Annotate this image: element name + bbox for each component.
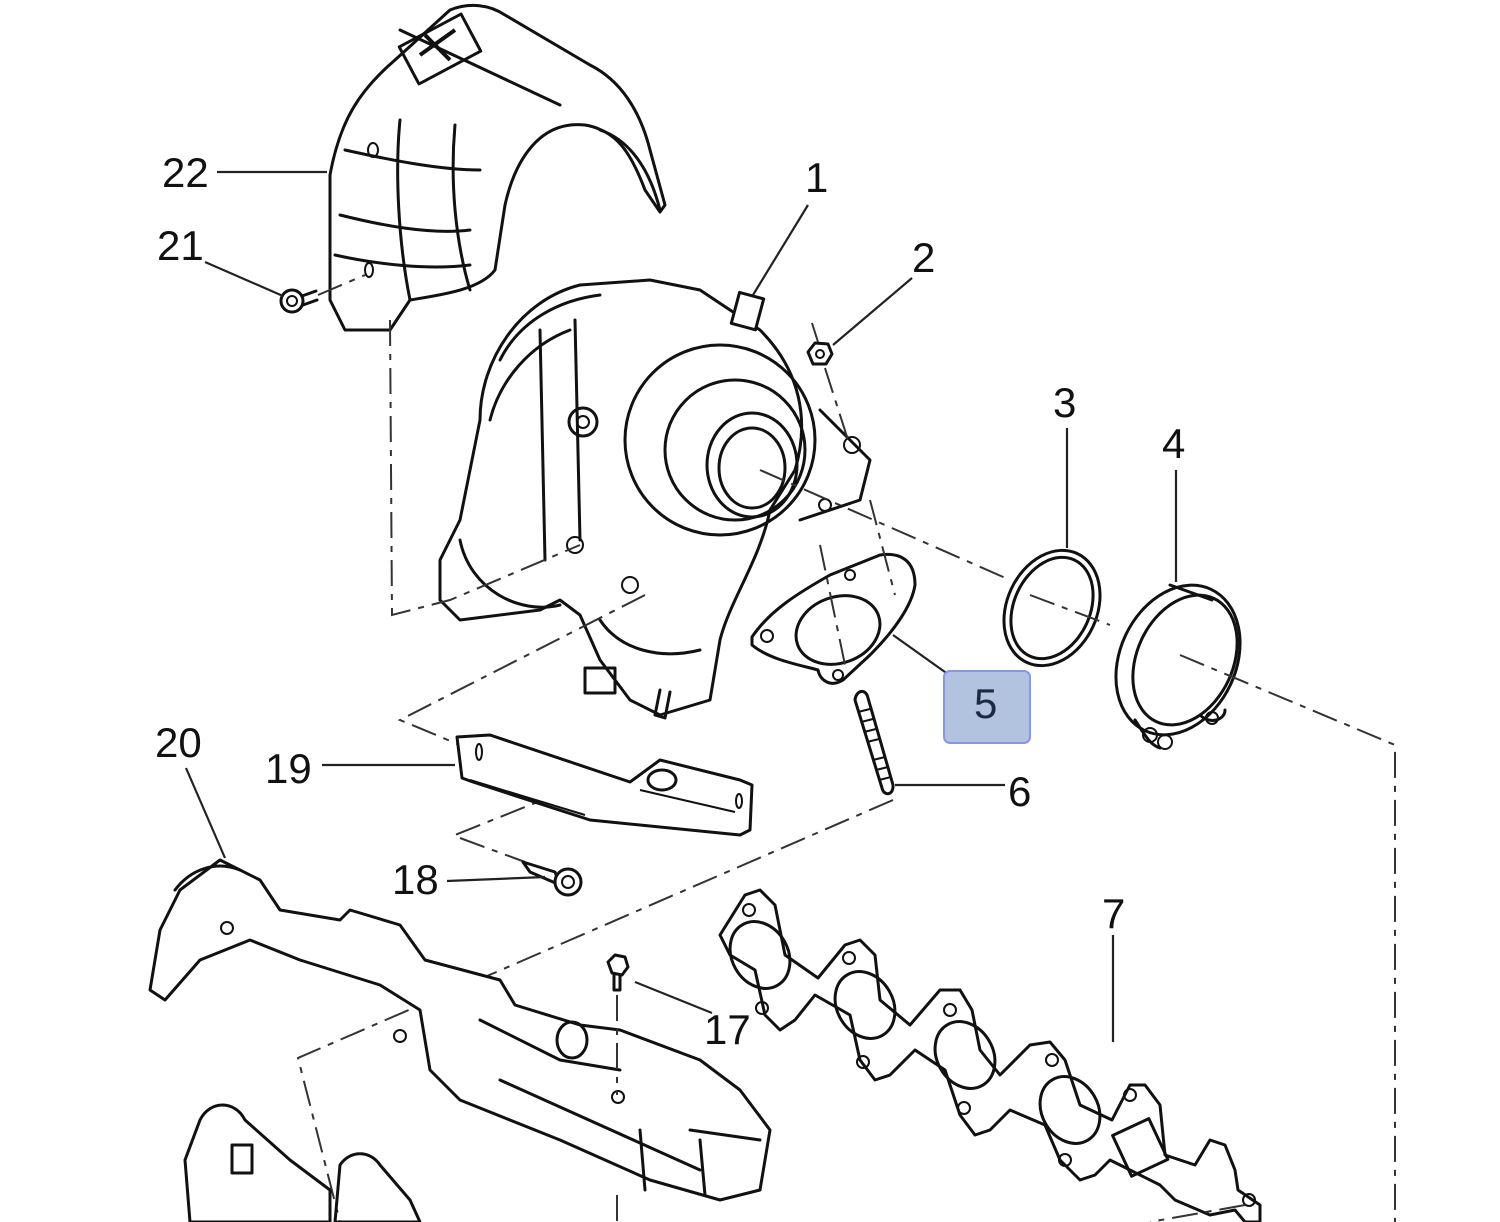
leader-lines xyxy=(184,170,1178,1042)
bolt-17-part xyxy=(606,953,630,992)
callout-5-highlight[interactable] xyxy=(943,670,1031,744)
bolt-18-part xyxy=(521,860,583,897)
callout-6[interactable]: 6 xyxy=(1008,768,1031,815)
callout-21[interactable]: 21 xyxy=(157,222,204,269)
manifold-gasket-7-part xyxy=(718,888,1262,1222)
callout-19[interactable]: 19 xyxy=(265,745,312,792)
clamp-4-part xyxy=(1114,583,1242,750)
callout-3[interactable]: 3 xyxy=(1053,379,1076,426)
seal-ring-3-part xyxy=(1002,548,1102,668)
leader-2 xyxy=(832,277,913,346)
leader-17 xyxy=(634,980,713,1015)
leader-18 xyxy=(446,875,546,883)
leader-20 xyxy=(184,767,227,859)
callout-20[interactable]: 20 xyxy=(155,719,202,766)
callout-17[interactable]: 17 xyxy=(704,1006,751,1053)
bolt-21-part xyxy=(279,288,319,314)
leader-21 xyxy=(204,260,284,298)
callout-1[interactable]: 1 xyxy=(805,154,828,201)
exhaust-manifold-20-part xyxy=(148,858,772,1222)
bracket-19-part xyxy=(455,733,754,837)
leader-1 xyxy=(752,204,809,296)
callout-22[interactable]: 22 xyxy=(162,149,209,196)
callout-2[interactable]: 2 xyxy=(912,234,935,281)
stud-6-part xyxy=(853,690,895,796)
heat-shield-part xyxy=(328,3,667,332)
callout-5[interactable]: 5 xyxy=(974,680,997,727)
nut-2-part xyxy=(806,341,834,366)
gasket-5-part xyxy=(750,552,917,685)
callout-7[interactable]: 7 xyxy=(1102,890,1125,937)
callout-18[interactable]: 18 xyxy=(392,856,439,903)
turbocharger-part xyxy=(438,278,872,720)
callout-4[interactable]: 4 xyxy=(1162,420,1185,467)
